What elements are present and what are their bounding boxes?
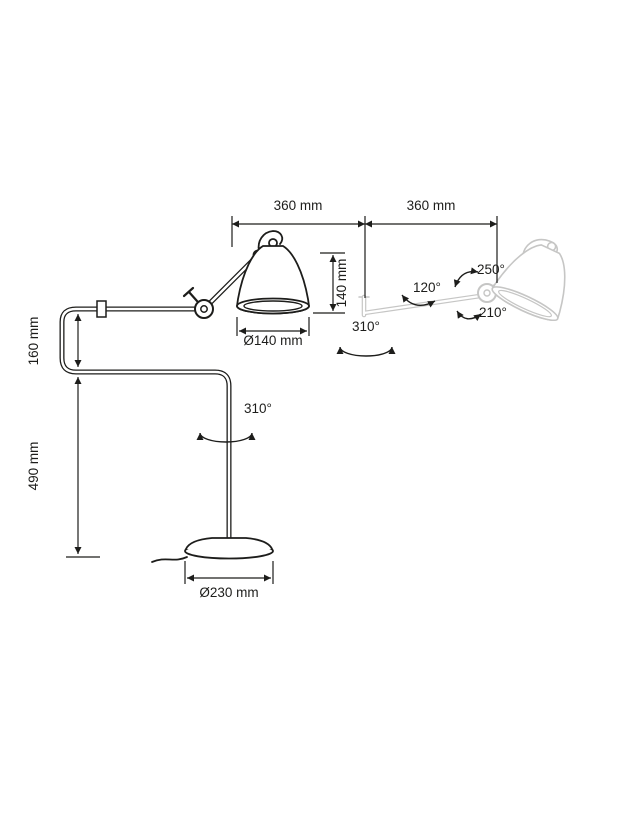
dim-arm-back-label: 360 mm bbox=[406, 198, 456, 213]
power-cord bbox=[151, 556, 188, 563]
dim-shade-height-label: 140 mm bbox=[334, 258, 349, 308]
ghost-shade bbox=[491, 238, 566, 322]
elbow-rotation-arrow bbox=[401, 294, 436, 308]
elbow-joint bbox=[194, 299, 214, 319]
shade-rotation-arrow bbox=[456, 310, 482, 321]
column-rotation-arrow bbox=[196, 432, 256, 443]
main-lamp-drawing bbox=[62, 230, 310, 563]
dim-shade-diameter-label: Ø140 mm bbox=[243, 333, 303, 348]
dim-riser-height-label: 160 mm bbox=[26, 316, 41, 366]
lamp-shade bbox=[236, 245, 310, 315]
dim-base-diameter-label: Ø230 mm bbox=[199, 585, 259, 600]
forearm-rotation-arrow bbox=[453, 267, 479, 288]
dimension-lines bbox=[66, 216, 498, 584]
lamp-base bbox=[184, 537, 274, 560]
angle-column-rotation-label: 310° bbox=[244, 401, 272, 416]
dim-arm-front-label: 360 mm bbox=[273, 198, 323, 213]
arm-clamp bbox=[96, 300, 107, 318]
ghost-lamp-drawing bbox=[358, 238, 566, 322]
rotation-arrows bbox=[196, 267, 482, 443]
angle-forearm-rotation-label: 250° bbox=[477, 262, 505, 277]
angle-shade-rotation-label: 210° bbox=[479, 305, 507, 320]
angle-elbow-rotation-label: 120° bbox=[413, 280, 441, 295]
dim-column-height-label: 490 mm bbox=[26, 441, 41, 491]
angle-arm-rotation-label: 310° bbox=[352, 319, 380, 334]
arm-rotation-arrow bbox=[336, 346, 396, 357]
